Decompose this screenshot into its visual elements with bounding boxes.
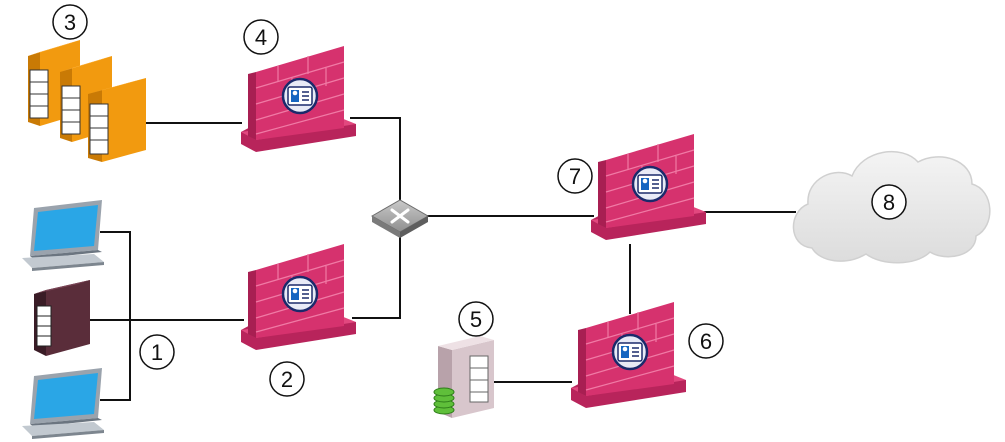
number-badge: 1 (139, 334, 175, 370)
storage-server-icon (433, 336, 494, 418)
number-badge: 4 (243, 19, 279, 55)
desktop-computer-icon (22, 200, 104, 271)
number-badge: 2 (269, 361, 305, 397)
label-6: 6 (700, 329, 712, 354)
server-tower-icon (34, 280, 90, 356)
server-rack-icon (28, 40, 146, 162)
connection-lines (88, 117, 796, 401)
number-badge: 5 (458, 301, 494, 337)
label-8: 8 (883, 190, 895, 215)
label-1: 1 (151, 340, 163, 365)
firewall-icon (569, 300, 688, 410)
desktop-computer-icon (22, 368, 104, 439)
label-7: 7 (569, 164, 581, 189)
firewall-icon (589, 132, 708, 242)
number-badge: 8 (871, 184, 907, 220)
number-badge: 6 (688, 323, 724, 359)
number-badge: 3 (52, 4, 88, 40)
firewall-icon (239, 242, 358, 352)
label-4: 4 (255, 25, 267, 50)
label-3: 3 (64, 10, 76, 35)
network-switch-icon (370, 199, 430, 238)
label-5: 5 (470, 307, 482, 332)
number-badge: 7 (557, 158, 593, 194)
label-2: 2 (281, 367, 293, 392)
firewall-icon (239, 44, 358, 154)
